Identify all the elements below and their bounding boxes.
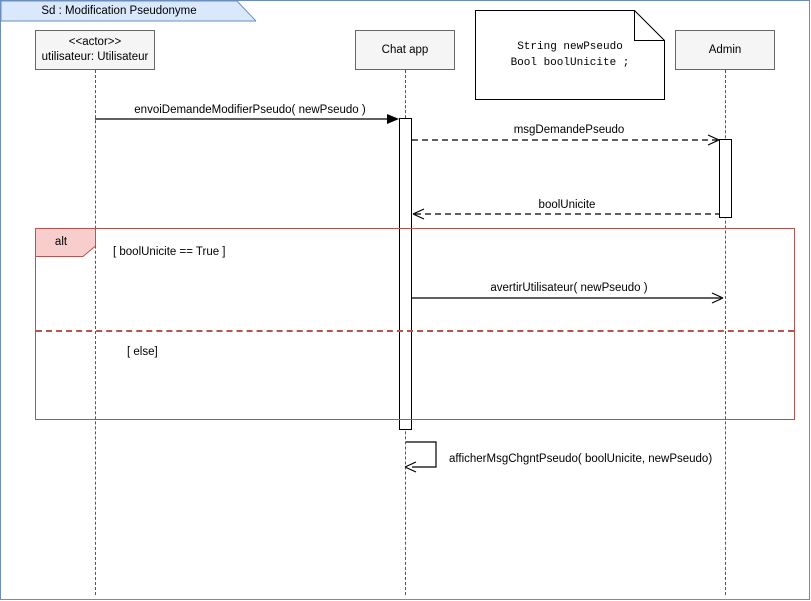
fragment-guard-1: [ boolUnicite == True ] — [113, 246, 226, 258]
note-line-1: String newPseudo — [517, 41, 623, 53]
fragment-tab-shape — [35, 228, 96, 257]
combined-fragment-alt — [35, 228, 795, 420]
lifeline-label-utilisateur: utilisateur: Utilisateur — [41, 51, 149, 63]
message-label-envoiDemandeModifierPseudo: envoiDemandeModifierPseudo( newPseudo ) — [134, 104, 366, 116]
message-label-afficherMsgChgntPseudo: afficherMsgChgntPseudo( boolUnicite, new… — [449, 453, 713, 465]
lifeline-label-chatapp: Chat app — [381, 43, 429, 56]
note-line-2: Bool boolUnicite ; — [510, 57, 630, 69]
message-label-boolUnicite: boolUnicite — [538, 199, 596, 211]
message-label-avertirUtilisateur: avertirUtilisateur( newPseudo ) — [490, 282, 648, 294]
note-text-block: String newPseudo Bool boolUnicite ; — [475, 10, 665, 100]
title-tab-shape — [1, 1, 256, 22]
fragment-operator-label: alt — [54, 236, 68, 248]
lifeline-label-admin: Admin — [708, 43, 742, 56]
fragment-operand-divider — [36, 330, 794, 332]
diagram-title-tab: Sd : Modification Pseudonyme — [1, 1, 256, 22]
activation-bar-chatapp — [399, 118, 412, 430]
fragment-guard-2: [ else] — [127, 346, 158, 358]
lifeline-head-admin[interactable]: Admin — [675, 30, 775, 70]
note-declarations: String newPseudo Bool boolUnicite ; — [475, 10, 665, 100]
message-arrow-afficherMsgChgntPseudo[interactable] — [398, 438, 448, 474]
lifeline-stereotype-utilisateur: <<actor>> — [68, 36, 122, 48]
lifeline-head-utilisateur[interactable]: <<actor>> utilisateur: Utilisateur — [35, 30, 155, 70]
lifeline-line-utilisateur — [95, 70, 96, 595]
note-shape — [475, 10, 665, 100]
lifeline-head-chatapp[interactable]: Chat app — [355, 30, 455, 70]
lifeline-line-admin — [725, 70, 726, 595]
activation-bar-admin — [719, 139, 732, 218]
message-label-msgDemandePseudo: msgDemandePseudo — [513, 124, 625, 136]
fragment-operator-tab: alt — [35, 228, 107, 257]
message-arrow-msgDemandePseudo[interactable] — [412, 133, 727, 147]
message-arrow-envoiDemandeModifierPseudo[interactable] — [95, 112, 405, 126]
message-arrow-avertirUtilisateur[interactable] — [412, 291, 727, 305]
message-arrow-boolUnicite[interactable] — [411, 207, 722, 221]
page-title: Sd : Modification Pseudonyme — [41, 5, 197, 17]
